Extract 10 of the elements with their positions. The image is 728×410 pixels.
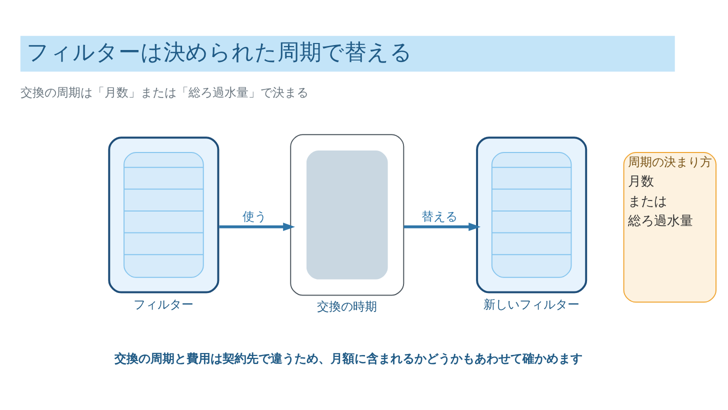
diagram-title: フィルターは決められた周期で替える [26, 40, 412, 66]
edge-label: 使う [242, 209, 267, 224]
edge-label: 替える [422, 209, 458, 224]
node-label: 新しいフィルター [483, 298, 580, 312]
label: 交換の周期は「月数」または「総ろ過水量」で決まる [20, 86, 308, 100]
node-label: フィルター [133, 298, 194, 312]
arrow [404, 222, 481, 231]
caption: 交換の周期と費用は契約先で違うため、月額に含まれるかどうかもあわせて確かめます [114, 351, 583, 366]
arrow [219, 222, 296, 231]
node-label: 交換の時期 [316, 300, 377, 314]
